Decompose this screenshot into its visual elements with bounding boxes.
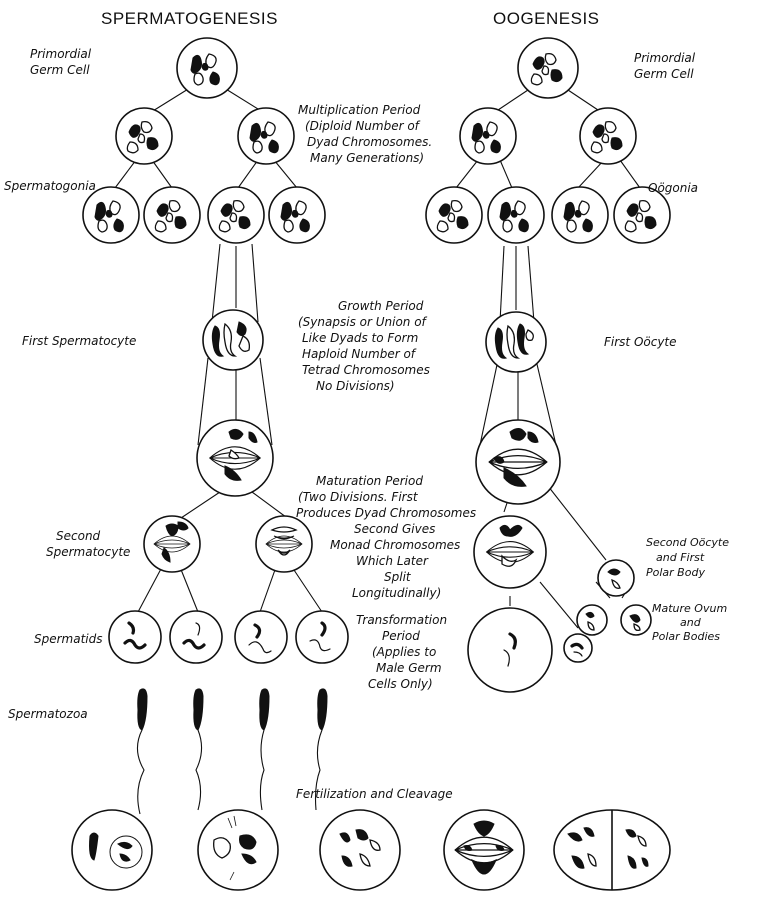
fertilization-stage-cell	[198, 810, 278, 890]
maturation-line: Which Later	[356, 554, 429, 568]
growth-line: Haploid Number of	[302, 347, 417, 361]
maturation-line: Maturation Period	[316, 474, 423, 488]
fertilization-cells	[72, 810, 670, 890]
second-oocyte-label-line1: Second Oöcyte	[646, 536, 729, 549]
spermatozoon	[194, 689, 203, 810]
growth-line: No Divisions)	[316, 379, 395, 393]
growth-line: (Synapsis or Union of	[298, 315, 428, 329]
second-spermatocyte-cell	[256, 516, 312, 572]
transformation-line: Cells Only)	[368, 677, 433, 691]
oogenesis-cells	[426, 38, 670, 692]
mature-ovum-label-line3: Polar Bodies	[652, 630, 720, 643]
multiplication-line: Dyad Chromosomes.	[307, 135, 432, 149]
multiplication-period-label: Multiplication Period (Diploid Number of…	[298, 103, 432, 165]
second-oocyte-label-line3: Polar Body	[646, 566, 705, 579]
polar-body-cell	[621, 605, 651, 635]
first-oocyte-label: First Oöcyte	[604, 335, 677, 349]
multiplication-line: (Diploid Number of	[305, 119, 421, 133]
spermatogonium-cell	[238, 108, 294, 164]
second-spermatocyte-label-line2: Spermatocyte	[46, 545, 130, 559]
spermatogonia-label: Spermatogonia	[4, 179, 96, 193]
first-spermatocyte-cell	[203, 310, 263, 370]
transformation-line: Transformation	[356, 613, 447, 627]
second-spermatocyte-cell	[144, 516, 200, 572]
growth-line: Growth Period	[338, 299, 424, 313]
maturation-line: Produces Dyad Chromosomes	[296, 506, 476, 520]
spermatozoon	[137, 689, 147, 814]
oogonium-cell	[460, 108, 516, 164]
spermatids-label: Spermatids	[34, 632, 103, 646]
multiplication-line: Many Generations)	[310, 151, 424, 165]
mature-ovum-label-line2: and	[680, 616, 702, 629]
primordial-label-left-line2: Germ Cell	[30, 63, 90, 77]
oogonia-label: Oögonia	[648, 181, 698, 195]
spermatid-cell	[170, 611, 222, 663]
oogenesis-header: OOGENESIS	[493, 9, 600, 28]
spermatozoa-label: Spermatozoa	[8, 707, 88, 721]
second-oocyte-label-line2: and First	[656, 551, 705, 564]
primordial-germ-cell-left	[177, 38, 237, 98]
maturation-line: Second Gives	[354, 522, 435, 536]
spermatid-cell	[296, 611, 348, 663]
second-oocyte-cell	[474, 516, 546, 588]
second-spermatocyte-label-line1: Second	[56, 529, 101, 543]
fertilization-stage-cell	[444, 810, 524, 890]
spermatogonium-cell	[83, 187, 139, 243]
polar-body-cell	[577, 605, 607, 635]
growth-period-label: Growth Period (Synapsis or Union of Like…	[298, 299, 430, 393]
first-polar-body-cell	[598, 560, 634, 596]
spermatid-cell	[109, 611, 161, 663]
spermatogonium-cell	[269, 187, 325, 243]
mature-ovum-label-line1: Mature Ovum	[652, 602, 727, 615]
spermatogenesis-header: SPERMATOGENESIS	[101, 9, 278, 28]
first-oocyte-cell	[486, 312, 546, 372]
spermatogonium-cell	[208, 187, 264, 243]
oogonium-cell	[580, 108, 636, 164]
maturation-period-label: Maturation Period (Two Divisions. First …	[296, 474, 476, 600]
maturation-line: Monad Chromosomes	[330, 538, 460, 552]
oogonium-cell	[614, 187, 670, 243]
primordial-label-right-line1: Primordial	[634, 51, 696, 65]
oogonium-cell	[426, 187, 482, 243]
transformation-line: Period	[382, 629, 420, 643]
transformation-line: Male Germ	[376, 661, 442, 675]
first-spermatocyte-division-cell	[197, 420, 273, 496]
maturation-line: Longitudinally)	[352, 586, 441, 600]
maturation-line: (Two Divisions. First	[298, 490, 419, 504]
spermatid-cell	[235, 611, 287, 663]
first-spermatocyte-label: First Spermatocyte	[22, 334, 136, 348]
spermatogonium-cell	[116, 108, 172, 164]
transformation-line: (Applies to	[372, 645, 436, 659]
oogonium-cell	[488, 187, 544, 243]
transformation-period-label: Transformation Period (Applies to Male G…	[356, 613, 447, 691]
primordial-germ-cell-right	[518, 38, 578, 98]
fertilization-stage-cell	[72, 810, 152, 890]
maturation-line: Split	[384, 570, 412, 584]
spermatogonium-cell	[144, 187, 200, 243]
multiplication-line: Multiplication Period	[298, 103, 421, 117]
primordial-label-right-line2: Germ Cell	[634, 67, 694, 81]
mature-ovum-cell	[468, 608, 552, 692]
first-oocyte-division-cell	[476, 420, 560, 504]
fertilization-stage-cell	[320, 810, 400, 890]
growth-line: Tetrad Chromosomes	[302, 363, 430, 377]
cleavage-two-cell-stage	[554, 810, 670, 890]
fertilization-title: Fertilization and Cleavage	[296, 787, 453, 801]
primordial-label-left-line1: Primordial	[30, 47, 92, 61]
spermatozoon	[260, 689, 269, 810]
growth-line: Like Dyads to Form	[302, 331, 418, 345]
oogonium-cell	[552, 187, 608, 243]
polar-body-cell	[564, 634, 592, 662]
